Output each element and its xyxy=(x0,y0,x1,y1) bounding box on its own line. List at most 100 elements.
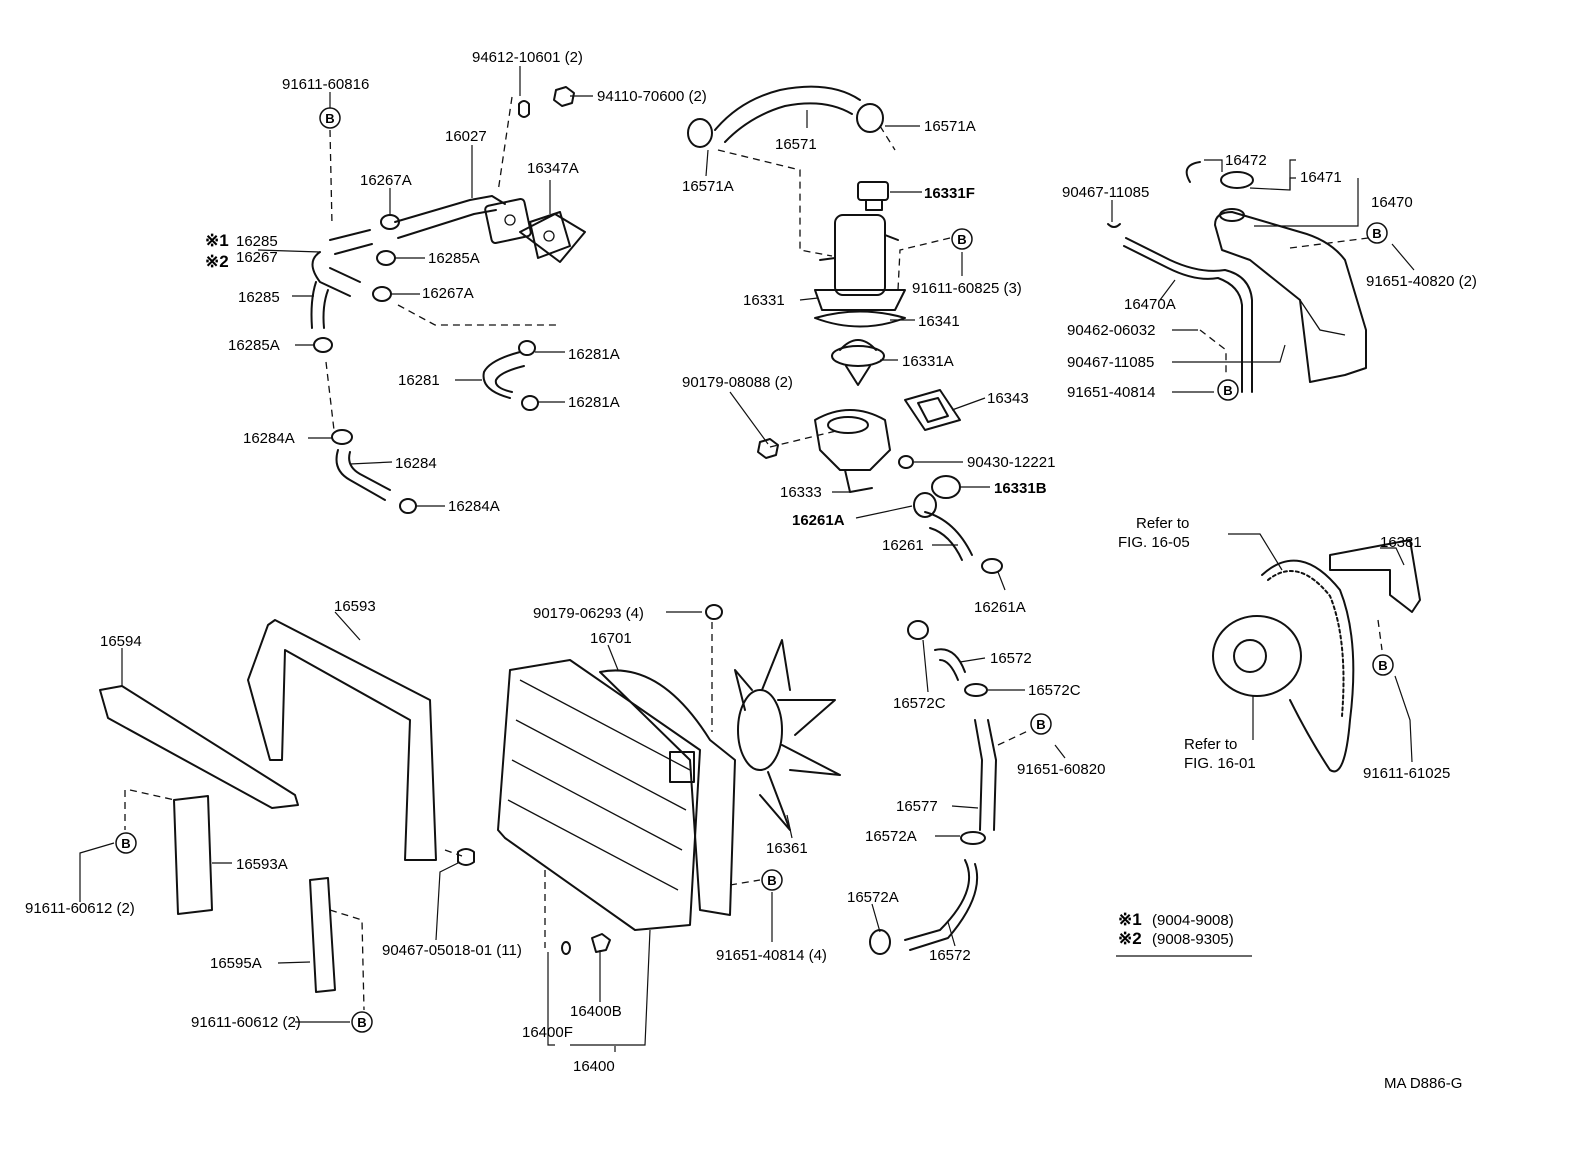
label-16577: 16577 xyxy=(896,798,938,815)
cap-16471 xyxy=(1220,171,1254,189)
refer-low-line2: FIG. 16-01 xyxy=(1184,755,1256,772)
badge-91611-60612-b: B xyxy=(351,1011,373,1033)
clamp-16281A-low xyxy=(521,395,539,411)
gasket-16341 xyxy=(814,310,906,328)
clamp-16572C-right xyxy=(964,683,988,697)
label-91651-60820: 91651-60820 xyxy=(1017,761,1105,778)
label-16572-low: 16572 xyxy=(929,947,971,964)
label-16471: 16471 xyxy=(1300,169,1342,186)
label-94612: 94612-10601 (2) xyxy=(472,49,583,66)
panel-16595A xyxy=(309,877,336,993)
label-16381: 16381 xyxy=(1380,534,1422,551)
label-16593A: 16593A xyxy=(236,856,288,873)
label-90179-08088: 90179-08088 (2) xyxy=(682,374,793,391)
gasket-16343 xyxy=(904,389,961,431)
legend-mark-2: ※2 xyxy=(1118,929,1142,948)
label-16572A-top: 16572A xyxy=(865,828,917,845)
label-16572C-left: 16572C xyxy=(893,695,946,712)
badge-91611-61025: B xyxy=(1372,654,1394,676)
label-16267-alt: 16267 xyxy=(236,249,278,266)
label-90467-top: 90467-11085 xyxy=(1062,184,1149,201)
label-91611-60612-a: 91611-60612 (2) xyxy=(25,900,135,917)
nut-94110 xyxy=(553,86,575,107)
label-16285A-mid: 16285A xyxy=(428,250,480,267)
clamp-16261A-top xyxy=(913,492,937,518)
label-16470: 16470 xyxy=(1371,194,1413,211)
svg-text:B: B xyxy=(957,232,966,247)
label-91611-61025: 91611-61025 xyxy=(1363,765,1450,782)
badge-91651-40814-rad: B xyxy=(761,869,783,891)
label-16341: 16341 xyxy=(918,313,960,330)
label-90179-06293: 90179-06293 (4) xyxy=(533,605,644,622)
badge-91611-60612-a: B xyxy=(115,832,137,854)
label-91611-60825: 91611-60825 (3) xyxy=(912,280,1022,297)
label-16284A-top: 16284A xyxy=(243,430,295,447)
housing-16331 xyxy=(814,214,906,311)
label-16331B: 16331B xyxy=(994,480,1047,497)
label-16572-top: 16572 xyxy=(990,650,1032,667)
label-16281A-top: 16281A xyxy=(568,346,620,363)
reservoir-16470 xyxy=(1214,208,1367,383)
refer-low-line1: Refer to xyxy=(1184,736,1237,753)
label-16593: 16593 xyxy=(334,598,376,615)
label-16285: 16285 xyxy=(238,289,280,306)
label-91651-40820: 91651-40820 (2) xyxy=(1366,273,1477,290)
badge-91611-60816: B xyxy=(319,107,341,129)
fan-shroud-16701 xyxy=(599,669,736,916)
leader-lines xyxy=(79,66,1415,1052)
label-16281A-low: 16281A xyxy=(568,394,620,411)
label-16267A-mid: 16267A xyxy=(422,285,474,302)
clamp-16284A-top xyxy=(331,429,353,445)
guide-lines xyxy=(124,96,1383,1011)
label-16284A-low: 16284A xyxy=(448,498,500,515)
label-16027: 16027 xyxy=(445,128,487,145)
label-16595A: 16595A xyxy=(210,955,262,972)
label-16400B: 16400B xyxy=(570,1003,622,1020)
hose-16571 xyxy=(714,85,861,143)
hose-16472 xyxy=(1185,161,1201,183)
label-16400: 16400 xyxy=(573,1058,615,1075)
label-16284: 16284 xyxy=(395,455,437,472)
label-94110: 94110-70600 (2) xyxy=(597,88,707,105)
clamp-16572C-left xyxy=(907,620,929,640)
label-16343: 16343 xyxy=(987,390,1029,407)
legend-range-2: (9008-9305) xyxy=(1152,931,1234,948)
housing-16333 xyxy=(814,409,891,493)
belt xyxy=(1261,559,1355,773)
hose-16470A xyxy=(1123,237,1253,393)
label-16572A-low: 16572A xyxy=(847,889,899,906)
bolt-90179-08088 xyxy=(757,438,779,459)
clamp-16281A-top xyxy=(518,340,536,356)
gasket-90430 xyxy=(898,455,914,469)
hose-16572-top xyxy=(934,648,966,681)
hose-16284 xyxy=(335,449,391,501)
label-90430: 90430-12221 xyxy=(967,454,1055,471)
gasket-16347A xyxy=(519,211,586,263)
clamp-16261A-low xyxy=(981,558,1003,574)
badge-91651-40820: B xyxy=(1366,222,1388,244)
svg-text:B: B xyxy=(1223,383,1232,398)
clamp-16267A-top xyxy=(380,214,400,230)
refer-top-line1: Refer to xyxy=(1136,515,1189,532)
bolt-94612 xyxy=(518,100,530,118)
production-legend: ※1 (9004-9008) ※2 (9008-9305) xyxy=(1116,910,1252,957)
clamp-90467-top xyxy=(1107,223,1121,228)
label-16470A: 16470A xyxy=(1124,296,1176,313)
label-16571A-right: 16571A xyxy=(924,118,976,135)
label-16285A-low: 16285A xyxy=(228,337,280,354)
clamp-16267A-mid xyxy=(372,286,392,302)
label-16572C-right: 16572C xyxy=(1028,682,1081,699)
label-16472: 16472 xyxy=(1225,152,1267,169)
thermostat-16331A xyxy=(831,339,885,386)
badge-91611-60825: B xyxy=(951,228,973,250)
clamp-16285A-low xyxy=(313,337,333,353)
label-16347A: 16347A xyxy=(527,160,579,177)
label-16281: 16281 xyxy=(398,372,440,389)
clamp-16571A-right xyxy=(856,103,884,133)
label-90462: 90462-06032 xyxy=(1067,322,1155,339)
label-16400F: 16400F xyxy=(522,1024,573,1041)
label-91651-40814-tank: 91651-40814 xyxy=(1067,384,1155,401)
refer-top-line2: FIG. 16-05 xyxy=(1118,534,1190,551)
cap-16331F xyxy=(857,181,889,211)
